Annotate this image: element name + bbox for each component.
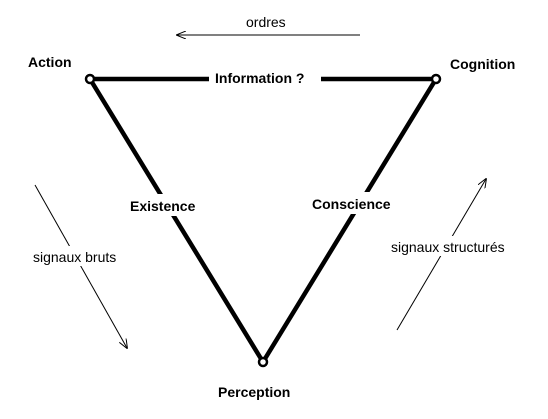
node-action-marker <box>84 73 96 85</box>
edge-label-bg-left <box>126 194 208 216</box>
node-cognition-label: Cognition <box>450 56 515 72</box>
node-action-label: Action <box>28 54 72 70</box>
edge-action-perception <box>87 76 266 365</box>
arrow-label-ordres: ordres <box>246 14 286 30</box>
arrow-signaux-bruts <box>34 184 127 348</box>
arrow-label-signaux-structures: signaux structurés <box>391 239 505 255</box>
edge-label-bg-right <box>309 192 405 214</box>
edge-label-top: Information ? <box>215 70 304 86</box>
edge-label-left: Existence <box>130 198 196 214</box>
edge-cognition-perception <box>260 76 439 365</box>
edge-label-right: Conscience <box>312 196 391 212</box>
arrow-label-bg-right <box>388 236 520 256</box>
node-perception-label: Perception <box>218 384 290 400</box>
node-perception-marker <box>257 356 269 368</box>
node-cognition-marker <box>430 73 442 85</box>
arrow-label-signaux-bruts: signaux bruts <box>33 249 116 265</box>
edge-label-bg-top <box>209 68 321 88</box>
arrow-label-bg-left <box>30 246 128 266</box>
